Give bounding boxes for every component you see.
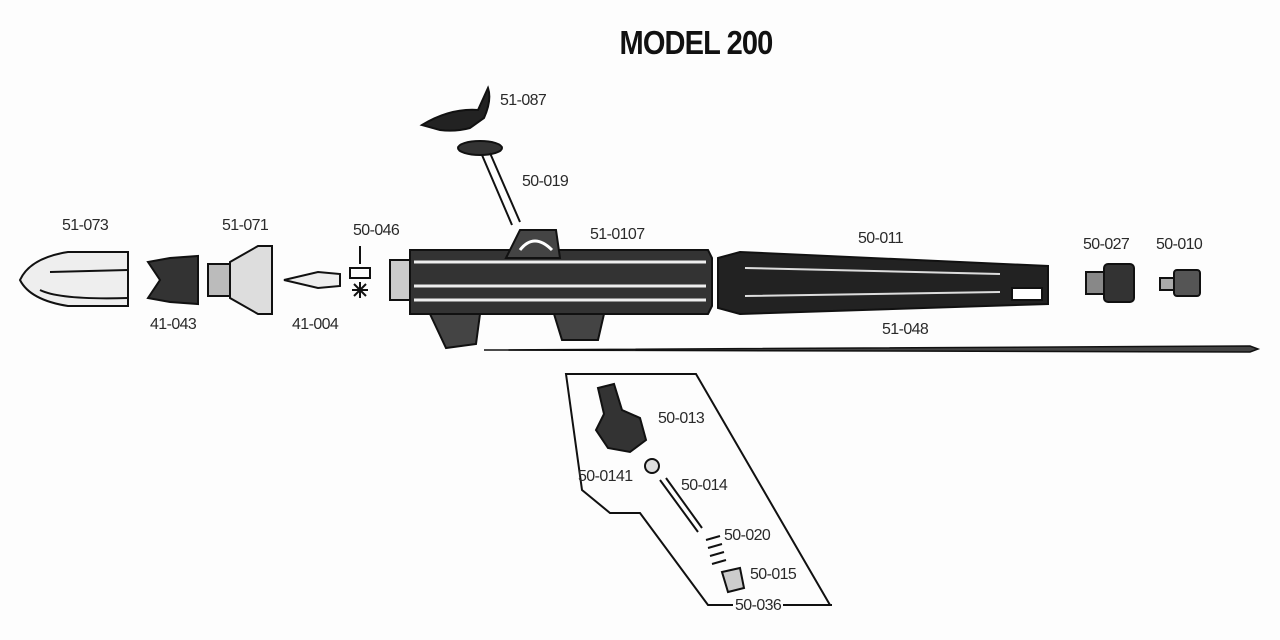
label-50-046: 50-046 — [353, 222, 400, 239]
label-50-020: 50-020 — [724, 527, 771, 544]
part-50-010-nut — [1159, 277, 1175, 291]
part-50-027-adjuster — [1085, 271, 1105, 295]
valve-assembly-outline — [564, 373, 832, 606]
label-50-015: 50-015 — [750, 566, 797, 583]
part-41-043-guard — [146, 254, 199, 306]
part-51-071-collar — [207, 263, 231, 297]
part-51-0107-top-port — [504, 229, 562, 259]
label-50-019: 50-019 — [522, 173, 569, 190]
label-50-036: 50-036 — [733, 597, 784, 615]
part-50-019-stem — [481, 152, 521, 226]
part-50-014-valve-stem — [659, 477, 703, 533]
label-50-011: 50-011 — [858, 230, 904, 247]
diagram-title: MODEL 200 — [619, 24, 774, 61]
part-50-020-spring — [705, 535, 727, 565]
part-50-011-handle — [717, 250, 1049, 316]
part-51-0107-body-sleeve — [389, 259, 411, 301]
part-51-0107-side-port — [428, 313, 482, 350]
part-50-019-trigger-head — [457, 140, 503, 156]
label-51-048: 51-048 — [882, 321, 929, 338]
label-50-027: 50-027 — [1083, 236, 1130, 253]
part-41-004-nozzle — [283, 270, 341, 290]
part-51-048-needle — [483, 345, 1261, 353]
label-50-010: 50-010 — [1156, 236, 1203, 253]
label-51-073: 51-073 — [62, 217, 109, 234]
part-50-0141-washer — [644, 458, 660, 474]
part-50-015-guide — [720, 566, 746, 594]
label-41-004: 41-004 — [292, 316, 339, 333]
label-51-0107: 51-0107 — [590, 226, 645, 243]
label-50-013: 50-013 — [658, 410, 705, 427]
part-51-071-head — [229, 245, 273, 315]
part-51-087-trigger — [419, 85, 491, 132]
part-50-046-seal — [349, 267, 371, 279]
label-41-043: 41-043 — [150, 316, 197, 333]
part-51-0107-bottom-port — [552, 313, 606, 341]
label-51-087: 51-087 — [500, 92, 547, 109]
label-50-014: 50-014 — [681, 477, 728, 494]
label-50-0141: 50-0141 — [578, 468, 633, 485]
part-50-013-valve-body — [594, 382, 648, 454]
label-51-071: 51-071 — [222, 217, 269, 234]
part-51-0107-body — [409, 249, 713, 315]
